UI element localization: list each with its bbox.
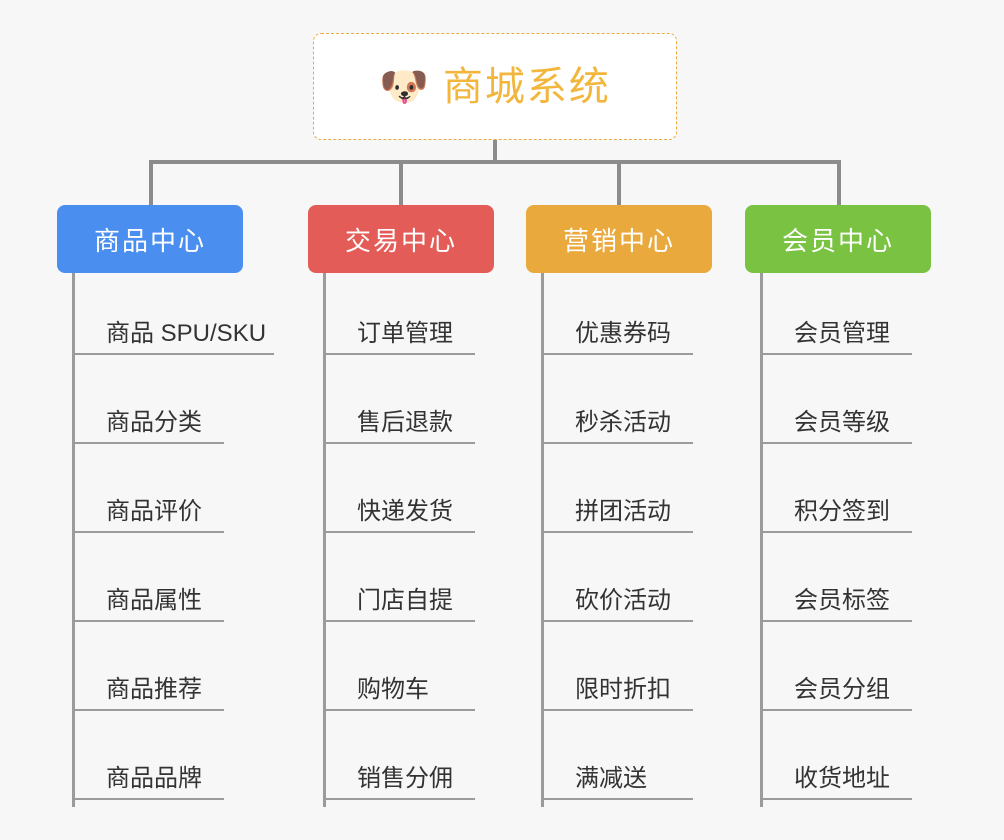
leaf-item[interactable]: 限时折扣 <box>541 629 712 718</box>
connector-drop-1 <box>149 160 153 205</box>
leaf-label: 商品分类 <box>72 409 224 444</box>
leaf-label: 门店自提 <box>323 587 475 622</box>
connector-drop-4 <box>837 160 841 205</box>
leaf-item[interactable]: 购物车 <box>323 629 494 718</box>
leaf-label: 购物车 <box>323 676 475 711</box>
branch-header-1[interactable]: 商品中心 <box>57 205 243 273</box>
connector-horizontal-bus <box>149 160 841 164</box>
leaf-label: 快递发货 <box>323 498 475 533</box>
branch-items-1: 商品 SPU/SKU 商品分类 商品评价 商品属性 商品推荐 商品品牌 <box>72 273 275 807</box>
leaf-label: 商品品牌 <box>72 765 224 800</box>
leaf-label: 优惠券码 <box>541 320 693 355</box>
leaf-item[interactable]: 秒杀活动 <box>541 362 712 451</box>
branch-header-2[interactable]: 交易中心 <box>308 205 494 273</box>
leaf-label: 商品 SPU/SKU <box>72 320 275 355</box>
branch-header-4[interactable]: 会员中心 <box>745 205 931 273</box>
branch-trunk-3 <box>541 273 544 807</box>
leaf-label: 拼团活动 <box>541 498 693 533</box>
leaf-label: 秒杀活动 <box>541 409 693 444</box>
leaf-item[interactable]: 订单管理 <box>323 273 494 362</box>
leaf-item[interactable]: 优惠券码 <box>541 273 712 362</box>
branch-column-1: 商品中心 商品 SPU/SKU 商品分类 商品评价 商品属性 商品推荐 商品品牌 <box>57 205 275 807</box>
branch-header-label-2: 交易中心 <box>344 225 457 256</box>
branch-column-4: 会员中心 会员管理 会员等级 积分签到 会员标签 会员分组 收货地址 <box>745 205 931 807</box>
leaf-label: 售后退款 <box>323 409 475 444</box>
branch-trunk-2 <box>323 273 326 807</box>
leaf-item[interactable]: 积分签到 <box>760 451 931 540</box>
branch-items-3: 优惠券码 秒杀活动 拼团活动 砍价活动 限时折扣 满减送 <box>541 273 712 807</box>
leaf-label: 积分签到 <box>760 498 912 533</box>
leaf-label: 收货地址 <box>760 765 912 800</box>
branch-column-3: 营销中心 优惠券码 秒杀活动 拼团活动 砍价活动 限时折扣 满减送 <box>526 205 712 807</box>
leaf-label: 会员分组 <box>760 676 912 711</box>
root-title: 商城系统 <box>442 64 611 109</box>
branch-header-3[interactable]: 营销中心 <box>526 205 712 273</box>
branch-header-label-3: 营销中心 <box>562 225 675 256</box>
branch-header-label-1: 商品中心 <box>93 225 206 256</box>
leaf-label: 商品推荐 <box>72 676 224 711</box>
leaf-item[interactable]: 快递发货 <box>323 451 494 540</box>
leaf-label: 商品属性 <box>72 587 224 622</box>
leaf-item[interactable]: 满减送 <box>541 718 712 807</box>
connector-drop-3 <box>617 160 621 205</box>
dog-face-icon: 🐶 <box>379 64 429 109</box>
branch-trunk-1 <box>72 273 75 807</box>
leaf-item[interactable]: 商品品牌 <box>72 718 274 807</box>
connector-root-stem <box>493 140 497 163</box>
leaf-item[interactable]: 收货地址 <box>760 718 931 807</box>
root-node-content: 🐶 商城系统 <box>379 67 611 107</box>
connector-drop-2 <box>399 160 403 205</box>
leaf-item[interactable]: 商品 SPU/SKU <box>72 273 275 362</box>
branch-header-label-4: 会员中心 <box>781 225 894 256</box>
leaf-label: 订单管理 <box>323 320 475 355</box>
leaf-item[interactable]: 砍价活动 <box>541 540 712 629</box>
leaf-item[interactable]: 商品属性 <box>72 540 274 629</box>
leaf-label: 砍价活动 <box>541 587 693 622</box>
leaf-item[interactable]: 拼团活动 <box>541 451 712 540</box>
leaf-item[interactable]: 会员等级 <box>760 362 931 451</box>
branch-items-2: 订单管理 售后退款 快递发货 门店自提 购物车 销售分佣 <box>323 273 494 807</box>
leaf-item[interactable]: 会员标签 <box>760 540 931 629</box>
leaf-item[interactable]: 会员管理 <box>760 273 931 362</box>
branch-trunk-4 <box>760 273 763 807</box>
leaf-label: 会员管理 <box>760 320 912 355</box>
leaf-label: 会员等级 <box>760 409 912 444</box>
leaf-item[interactable]: 商品评价 <box>72 451 274 540</box>
leaf-item[interactable]: 商品推荐 <box>72 629 274 718</box>
leaf-item[interactable]: 售后退款 <box>323 362 494 451</box>
branch-items-4: 会员管理 会员等级 积分签到 会员标签 会员分组 收货地址 <box>760 273 931 807</box>
leaf-item[interactable]: 销售分佣 <box>323 718 494 807</box>
root-node[interactable]: 🐶 商城系统 <box>313 33 677 140</box>
leaf-item[interactable]: 门店自提 <box>323 540 494 629</box>
leaf-label: 满减送 <box>541 765 693 800</box>
leaf-item[interactable]: 商品分类 <box>72 362 274 451</box>
branch-column-2: 交易中心 订单管理 售后退款 快递发货 门店自提 购物车 销售分佣 <box>308 205 494 807</box>
leaf-label: 商品评价 <box>72 498 224 533</box>
leaf-label: 会员标签 <box>760 587 912 622</box>
leaf-label: 销售分佣 <box>323 765 475 800</box>
leaf-label: 限时折扣 <box>541 676 693 711</box>
leaf-item[interactable]: 会员分组 <box>760 629 931 718</box>
